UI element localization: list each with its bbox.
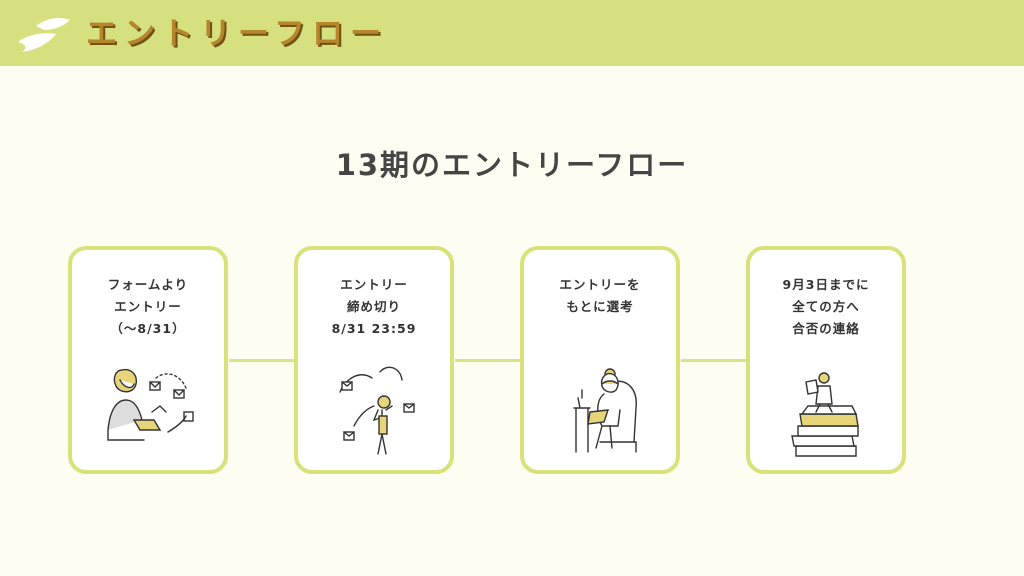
connector-line: [229, 359, 297, 362]
step-text-line: （〜8/31）: [110, 321, 186, 336]
page-title: 13期のエントリーフロー: [335, 148, 689, 182]
person-books-illustration: [791, 372, 859, 457]
step-card-entry-form: フォームより エントリー （〜8/31）: [68, 246, 228, 474]
person-mail-illustration: [339, 366, 415, 455]
person-laptop-illustration: [107, 368, 194, 441]
logo-icon: [18, 18, 70, 52]
connector-line: [681, 359, 749, 362]
step-text-line: フォームより: [107, 277, 189, 292]
step-text-line: 8/31 23:59: [331, 321, 417, 336]
step-text-line: 締め切り: [346, 299, 401, 314]
step-text-line: 全ての方へ: [792, 299, 860, 314]
person-chair-laptop-illustration: [573, 368, 637, 453]
step-card-selection: エントリーを もとに選考: [520, 246, 680, 474]
step-text-line: エントリー: [340, 277, 408, 292]
step-text-line: 9月3日までに: [782, 277, 870, 292]
header-title: エントリーフロー: [86, 16, 389, 52]
step-text-line: もとに選考: [566, 299, 634, 314]
step-card-entry-deadline: エントリー 締め切り 8/31 23:59: [294, 246, 454, 474]
step-text-line: エントリーを: [559, 277, 641, 292]
header-bar: エントリーフロー: [0, 0, 1024, 66]
connector-line: [455, 359, 523, 362]
step-text-line: 合否の連絡: [792, 321, 860, 336]
step-text-line: エントリー: [114, 299, 182, 314]
step-card-result-notice: 9月3日までに 全ての方へ 合否の連絡: [746, 246, 906, 474]
